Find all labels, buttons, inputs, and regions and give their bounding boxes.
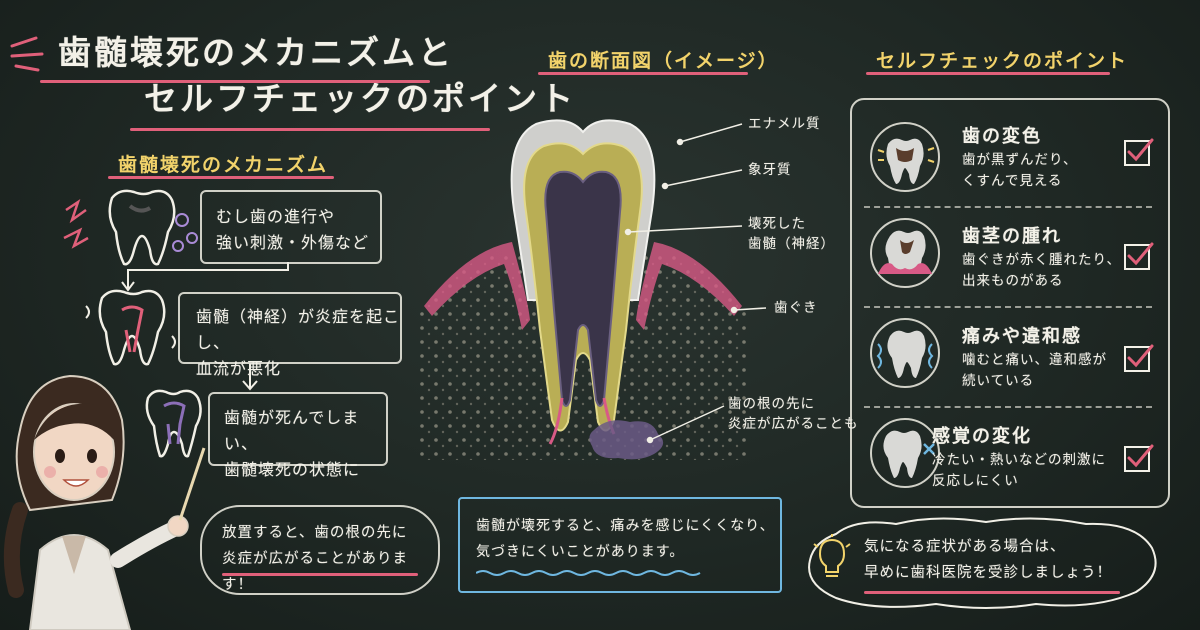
painful-tooth-icon	[876, 330, 934, 378]
discolored-tooth-icon	[877, 138, 935, 184]
check-4-checkbox[interactable]	[1124, 444, 1154, 472]
check-3-desc-line-1: 噛むと痛い、違和感が	[962, 352, 1107, 368]
label-root-line-1: 歯の根の先に	[728, 396, 815, 412]
check-1-desc-line-2: くすんで見える	[962, 173, 1063, 189]
mechanism-heading-underline	[108, 176, 334, 179]
step-3-text: 歯髄が死んでしまい、 歯髄壊死の状態に	[210, 394, 386, 483]
step-3-line-1: 歯髄が死んでしまい、	[224, 408, 360, 453]
tip-cloud-outline	[808, 517, 1157, 609]
step-3-line-2: 歯髄壊死の状態に	[224, 460, 361, 479]
speech-line-2: 炎症が広がることがあります！	[222, 551, 408, 593]
check-2-title: 歯茎の腫れ	[962, 226, 1062, 247]
label-pulp-line-1: 壊死した	[748, 216, 806, 232]
flow-arrow-1	[121, 262, 289, 292]
jaw-bone	[418, 250, 748, 460]
check-1-circle	[870, 122, 940, 192]
divider-3	[864, 406, 1152, 408]
label-gum: 歯ぐき	[774, 300, 818, 316]
mechanism-heading: 歯髄壊死のメカニズム	[118, 154, 329, 176]
check-2-desc-line-2: 出来ものがある	[962, 273, 1064, 289]
checkmark-icon	[1127, 242, 1154, 266]
decayed-tooth-icon	[63, 189, 198, 266]
title-line-1: 歯髄壊死のメカニズムと	[58, 33, 454, 72]
note-line-2: 気づきにくいことがあります。	[476, 544, 685, 560]
check-4-desc-line-2: 反応しにくい	[932, 473, 1019, 489]
tip-line-1: 気になる症状がある場合は、	[864, 539, 1066, 555]
title-underline-1	[40, 80, 430, 83]
speech-line-1: 放置すると、歯の根の先に	[222, 525, 408, 541]
check-4-desc: 冷たい・熱いなどの刺激に 反応しにくい	[932, 450, 1106, 492]
teacher-illustration	[3, 374, 206, 630]
note-line-1: 歯髄が壊死すると、痛みを感じにくくなり、	[476, 518, 775, 534]
note-wavy-underline	[476, 570, 701, 576]
checkmark-icon	[1127, 444, 1154, 468]
page-title: 歯髄壊死のメカニズムと セルフチェックのポイント	[58, 30, 576, 122]
gum-right	[636, 242, 742, 330]
speech-underline	[222, 573, 418, 576]
selfcheck-heading-underline	[866, 72, 1110, 75]
divider-1	[864, 206, 1152, 208]
step-2-box: 歯髄（神経）が炎症を起こし、 血流が悪化	[178, 292, 402, 378]
step-3-box: 歯髄が死んでしまい、 歯髄壊死の状態に	[208, 392, 388, 479]
label-enamel: エナメル質	[748, 116, 821, 132]
check-4-desc-line-1: 冷たい・熱いなどの刺激に	[932, 452, 1106, 468]
check-2-circle	[870, 218, 940, 288]
checkmark-icon	[1127, 138, 1154, 162]
inflamed-tooth-icon	[85, 289, 176, 366]
check-3-desc-line-2: 続いている	[962, 373, 1035, 389]
label-root-line-2: 炎症が広がることも	[728, 416, 859, 432]
numb-tooth-icon	[883, 430, 935, 478]
step-1-line-2: 強い刺激・外傷など	[216, 233, 370, 252]
speech-text: 放置すると、歯の根の先に 炎症が広がることがあります！	[202, 507, 438, 598]
diagram-heading-underline	[538, 72, 748, 75]
check-1-title: 歯の変色	[962, 126, 1042, 147]
checkmark-icon	[1127, 344, 1154, 368]
dead-tooth-icon	[145, 389, 202, 458]
check-3-circle	[870, 318, 940, 388]
diagram-note-box: 歯髄が壊死すると、痛みを感じにくくなり、 気づきにくいことがあります。	[458, 497, 782, 593]
pulp-chamber	[544, 170, 622, 407]
step-1-line-1: むし歯の進行や	[216, 207, 336, 226]
tip-text: 気になる症状がある場合は、 早めに歯科医院を受診しましょう！	[864, 534, 1112, 586]
selfcheck-panel	[850, 98, 1170, 508]
step-2-line-1: 歯髄（神経）が炎症を起こし、	[196, 307, 401, 352]
lightbulb-icon	[813, 534, 851, 577]
check-3-checkbox[interactable]	[1124, 344, 1154, 372]
check-2-checkbox[interactable]	[1124, 242, 1154, 270]
label-pulp-line-2: 歯髄（神経）	[748, 236, 835, 252]
label-pulp: 壊死した 歯髄（神経）	[748, 214, 835, 254]
tip-line-2: 早めに歯科医院を受診しましょう！	[864, 565, 1112, 581]
step-2-line-2: 血流が悪化	[196, 359, 282, 378]
label-dentin: 象牙質	[748, 162, 792, 178]
gum-left	[424, 242, 530, 330]
title-underline-2	[130, 128, 490, 131]
check-2-desc-line-1: 歯ぐきが赤く腫れたり、	[962, 252, 1121, 268]
tooth-cross-section	[418, 119, 748, 460]
step-2-text: 歯髄（神経）が炎症を起こし、 血流が悪化	[180, 294, 400, 382]
step-1-text: むし歯の進行や 強い刺激・外傷など	[202, 192, 380, 256]
check-2-desc: 歯ぐきが赤く腫れたり、 出来ものがある	[962, 250, 1121, 292]
selfcheck-heading: セルフチェックのポイント	[876, 50, 1129, 72]
check-1-checkbox[interactable]	[1124, 138, 1154, 166]
diagram-heading: 歯の断面図（イメージ）	[548, 50, 779, 72]
title-line-2: セルフチェックのポイント	[144, 79, 576, 118]
flow-arrow-2	[242, 364, 258, 391]
swollen-gum-tooth-icon	[878, 230, 932, 274]
divider-2	[864, 306, 1152, 308]
check-1-desc: 歯が黒ずんだり、 くすんで見える	[962, 150, 1077, 192]
speech-bubble: 放置すると、歯の根の先に 炎症が広がることがあります！	[200, 505, 440, 595]
chalk-accent-marks	[10, 36, 44, 72]
root-tip-inflammation	[589, 420, 664, 460]
diagram-note-text: 歯髄が壊死すると、痛みを感じにくくなり、 気づきにくいことがあります。	[460, 499, 780, 565]
check-4-circle	[870, 418, 940, 488]
label-root: 歯の根の先に 炎症が広がることも	[728, 394, 859, 434]
tip-underline	[864, 591, 1120, 594]
check-1-desc-line-1: 歯が黒ずんだり、	[962, 152, 1078, 168]
check-4-title: 感覚の変化	[932, 426, 1032, 447]
step-1-box: むし歯の進行や 強い刺激・外傷など	[200, 190, 382, 264]
check-3-title: 痛みや違和感	[962, 326, 1082, 347]
check-3-desc: 噛むと痛い、違和感が 続いている	[962, 350, 1107, 392]
